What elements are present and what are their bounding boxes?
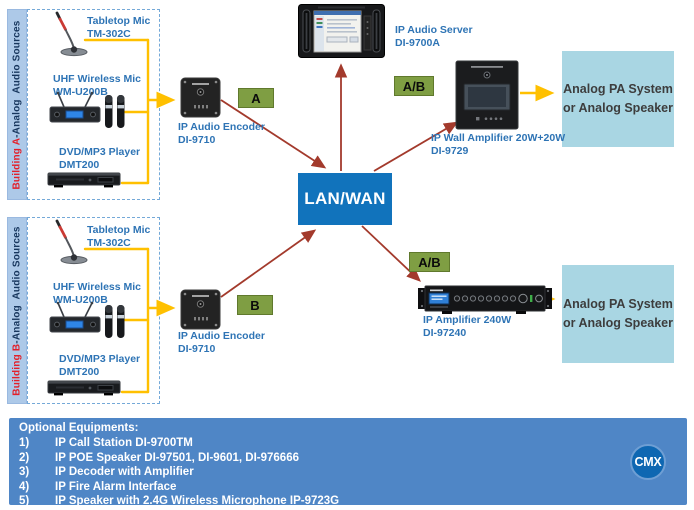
zone-badge-ab-bottom: A/B xyxy=(409,252,450,272)
optional-equipment-panel: Optional Equipments: 1) IP Call Station … xyxy=(9,418,687,507)
building-b-label: Building B-Analog Audio Sources xyxy=(12,226,23,395)
optional-item-3: 3) IP Decoder with Amplifier xyxy=(19,466,194,479)
optional-item-4: 4) IP Fire Alarm Interface xyxy=(19,480,177,493)
zone-badge-ab-top: A/B xyxy=(394,76,434,96)
uhf-wireless-mic-icon-b xyxy=(48,300,128,342)
building-b-name: Building B xyxy=(11,343,23,396)
ip-audio-encoder-a-device xyxy=(180,77,221,118)
dvd-player-label-a: DVD/MP3 Player DMT200 xyxy=(59,146,141,172)
building-a-name: Building A xyxy=(11,137,23,189)
ip-audio-server-device xyxy=(298,4,385,58)
ip-amplifier-label: IP Amplifier 240W DI-97240 xyxy=(423,314,512,340)
tabletop-mic-icon xyxy=(52,10,92,58)
uhf-wireless-mic-icon xyxy=(48,90,128,132)
ip-wall-amplifier-device xyxy=(455,60,519,130)
ip-amplifier-device xyxy=(418,284,552,314)
analog-pa-system-top: Analog PA System or Analog Speaker xyxy=(562,51,674,147)
ip-audio-server-label: IP Audio Server DI-9700A xyxy=(395,24,473,50)
dvd-player-icon-b xyxy=(46,376,124,400)
lan-wan-node: LAN/WAN xyxy=(298,173,392,225)
ip-audio-encoder-b-device xyxy=(180,289,221,330)
optional-item-1: 1) IP Call Station DI-9700TM xyxy=(19,437,193,449)
building-a-name-rest: -Analog Audio Sources xyxy=(11,20,23,138)
ip-audio-encoder-a-label: IP Audio Encoder DI-9710 xyxy=(178,121,265,147)
ip-audio-encoder-b-label: IP Audio Encoder DI-9710 xyxy=(178,330,265,356)
analog-pa-system-bottom: Analog PA System or Analog Speaker xyxy=(562,265,674,363)
uhf-mic-label-a: UHF Wireless Mic WM-U200B xyxy=(53,73,142,99)
tabletop-mic-label-b: Tabletop Mic TM-302C xyxy=(87,224,151,250)
ip-wall-amplifier-label: IP Wall Amplifier 20W+20W DI-9729 xyxy=(431,132,566,158)
zone-badge-b: B xyxy=(237,295,273,315)
cmx-logo: CMX xyxy=(630,444,666,480)
building-a-label: Building A-Analog Audio Sources xyxy=(12,20,23,189)
uhf-mic-label-b: UHF Wireless Mic WM-U200B xyxy=(53,281,142,307)
building-b-name-rest: -Analog Audio Sources xyxy=(11,225,23,344)
optional-item-5: 5) IP Speaker with 2.4G Wireless Microph… xyxy=(19,495,340,508)
building-b-label-bar: Building B-Analog Audio Sources xyxy=(7,217,27,404)
optional-item-2: 2) IP POE Speaker DI-97501, DI-9601, DI-… xyxy=(19,451,299,464)
dvd-player-label-b: DVD/MP3 Player DMT200 xyxy=(59,353,141,379)
optional-equipment-title: Optional Equipments: xyxy=(19,422,139,434)
tabletop-mic-label-a: Tabletop Mic TM-302C xyxy=(87,15,151,41)
tabletop-mic-icon-b xyxy=(52,218,92,266)
building-a-label-bar: Building A-Analog Audio Sources xyxy=(7,9,27,200)
zone-badge-a: A xyxy=(238,88,274,108)
dvd-player-icon xyxy=(46,168,124,192)
